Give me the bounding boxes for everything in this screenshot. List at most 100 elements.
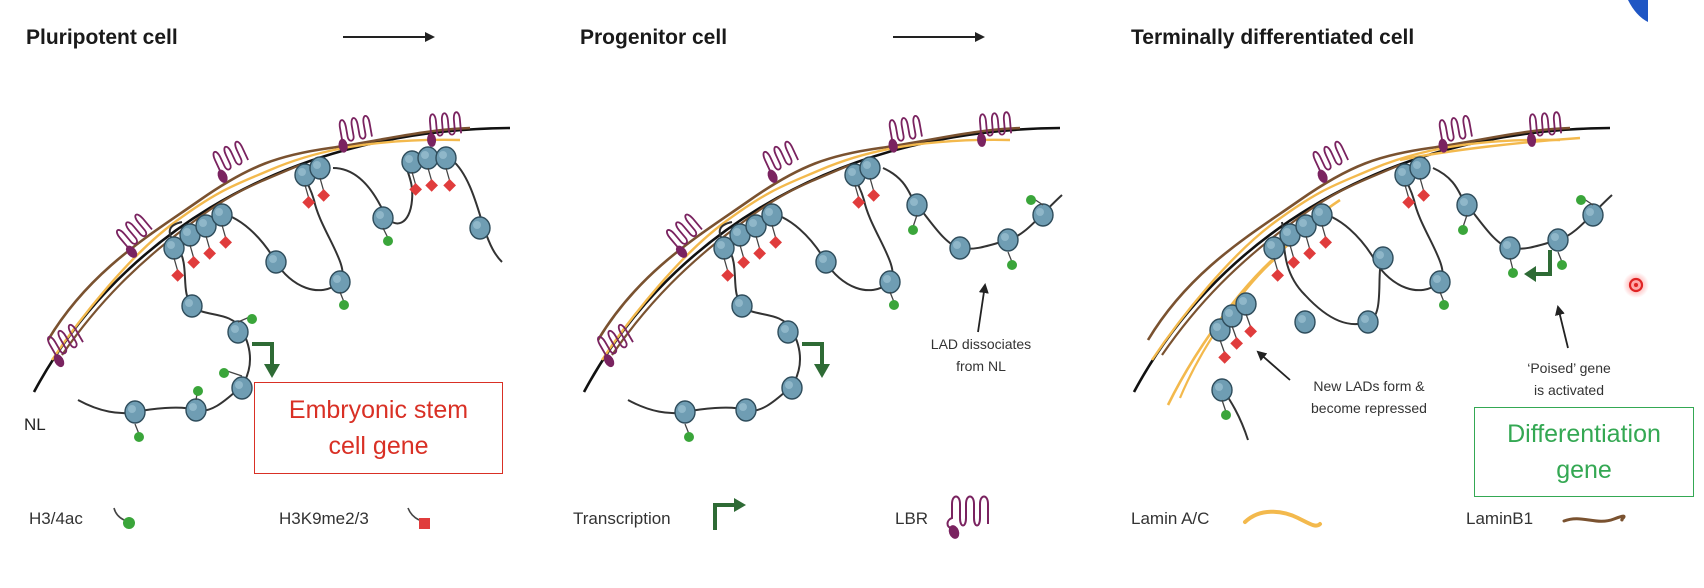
lbr-anchor xyxy=(767,169,778,183)
lbr-coil xyxy=(1529,111,1563,137)
nucleosome-highlight xyxy=(183,228,191,236)
nucleosome xyxy=(185,398,207,422)
methylation-mark xyxy=(171,268,185,282)
nucleosome xyxy=(735,398,757,422)
nucleosome xyxy=(879,270,901,294)
lbr-protein xyxy=(338,115,373,153)
nucleosome-highlight xyxy=(1503,241,1511,249)
nuclear-envelope xyxy=(1132,126,1611,393)
stage-title-pluripotent: Pluripotent cell xyxy=(26,26,178,49)
chromatin-fibre xyxy=(1221,167,1613,441)
lbr-coil xyxy=(888,115,923,142)
transcription-arrow-head xyxy=(1524,266,1536,282)
acetylation-mark xyxy=(1026,195,1036,205)
methylation-mark xyxy=(1402,195,1416,209)
nucleosome xyxy=(1547,228,1569,252)
methylation-mark xyxy=(753,246,767,260)
transcription-arrow-shaft xyxy=(1532,250,1552,276)
methylation-mark xyxy=(1271,268,1285,282)
nucleosome xyxy=(265,250,287,274)
nucleosome xyxy=(815,250,837,274)
lbr-protein xyxy=(427,111,463,147)
nucleosome-highlight xyxy=(1376,251,1384,259)
legend: H3/4ac H3K9me2/3 Transcription LBR Lamin… xyxy=(29,495,1626,539)
nucleosome xyxy=(1235,292,1257,316)
nucleosome xyxy=(906,193,928,217)
laminb1-fibre xyxy=(1146,126,1571,341)
lbr-protein xyxy=(666,213,703,258)
lbr-coil xyxy=(338,115,373,142)
annotation-arrow-new-lads xyxy=(1256,350,1291,381)
lbr-anchor xyxy=(53,354,65,368)
nucleosome-highlight xyxy=(1225,309,1233,317)
nucleosome xyxy=(231,376,253,400)
nucleosome-highlight xyxy=(376,211,384,219)
methylation-mark xyxy=(769,235,783,249)
nucleosome-highlight xyxy=(678,405,686,413)
callout-differentiation-gene: Differentiation gene xyxy=(1474,407,1694,497)
nucleosome xyxy=(949,236,971,260)
nucleosome xyxy=(211,203,233,227)
acetylation-mark xyxy=(219,368,229,378)
stage-title-progenitor: Progenitor cell xyxy=(580,26,727,49)
lbr-coil xyxy=(1438,115,1473,142)
nucleosome xyxy=(859,156,881,180)
lbr-coil xyxy=(762,140,799,174)
lbr-anchor xyxy=(1438,138,1448,153)
nucleosome-highlight xyxy=(863,161,871,169)
nucleosome-highlight xyxy=(781,325,789,333)
nucleosome xyxy=(1311,203,1333,227)
acetylation-mark xyxy=(908,225,918,235)
nucleosome-highlight xyxy=(313,161,321,169)
nucleosome-highlight xyxy=(1036,208,1044,216)
methylation-mark xyxy=(317,188,331,202)
acetylation-mark xyxy=(1458,225,1468,235)
acetylation-mark-icon xyxy=(113,507,135,529)
nucleosome-highlight xyxy=(910,198,918,206)
acetylation-mark xyxy=(889,300,899,310)
nucleosome-highlight xyxy=(1398,168,1406,176)
transcription-arrow-shaft xyxy=(802,342,824,368)
lbr-anchor xyxy=(217,169,228,183)
nucleosome-highlight xyxy=(1315,208,1323,216)
callout-esc-line1: Embryonic stem xyxy=(288,396,469,424)
nucleosome xyxy=(1357,310,1379,334)
lbr-anchor xyxy=(603,354,615,368)
transcription-arrow-head xyxy=(264,364,280,378)
nucleosome-highlight xyxy=(231,325,239,333)
acetylation-mark xyxy=(193,386,203,396)
methylation-mark xyxy=(443,178,457,192)
nucleosome xyxy=(781,376,803,400)
lbr-coil xyxy=(47,323,84,358)
lbr-anchor xyxy=(1527,132,1537,147)
acetylation-mark xyxy=(339,300,349,310)
methylation-mark xyxy=(737,255,751,269)
nucleosome-highlight xyxy=(1413,161,1421,169)
methylation-mark xyxy=(409,182,423,196)
lbr-protein xyxy=(116,213,153,258)
legend-label-lamin-ac: Lamin A/C xyxy=(1131,509,1209,528)
annotation-new-lads-line1: New LADs form & xyxy=(1313,378,1425,394)
nucleosome xyxy=(417,146,439,170)
nucleosome xyxy=(372,206,394,230)
acetylation-mark xyxy=(1557,260,1567,270)
acetylation-mark xyxy=(684,432,694,442)
methylation-mark xyxy=(1319,235,1333,249)
nucleosome-highlight xyxy=(235,381,243,389)
nucleosome xyxy=(777,320,799,344)
methylation-mark xyxy=(1303,246,1317,260)
nucleosome xyxy=(469,216,491,240)
nucleosome-highlight xyxy=(1460,198,1468,206)
nucleosome-highlight xyxy=(473,221,481,229)
corner-accent-shape xyxy=(1628,0,1648,22)
methylation-mark-icon xyxy=(407,507,430,529)
lbr-protein xyxy=(597,323,634,368)
methylation-mark xyxy=(867,188,881,202)
acetylation-mark xyxy=(1007,260,1017,270)
legend-label-h3k9me: H3K9me2/3 xyxy=(279,509,369,528)
nucleosome-highlight xyxy=(1586,208,1594,216)
laminb1-fibre xyxy=(611,163,851,356)
nucleosome-highlight xyxy=(733,228,741,236)
nucleosome xyxy=(1582,203,1604,227)
